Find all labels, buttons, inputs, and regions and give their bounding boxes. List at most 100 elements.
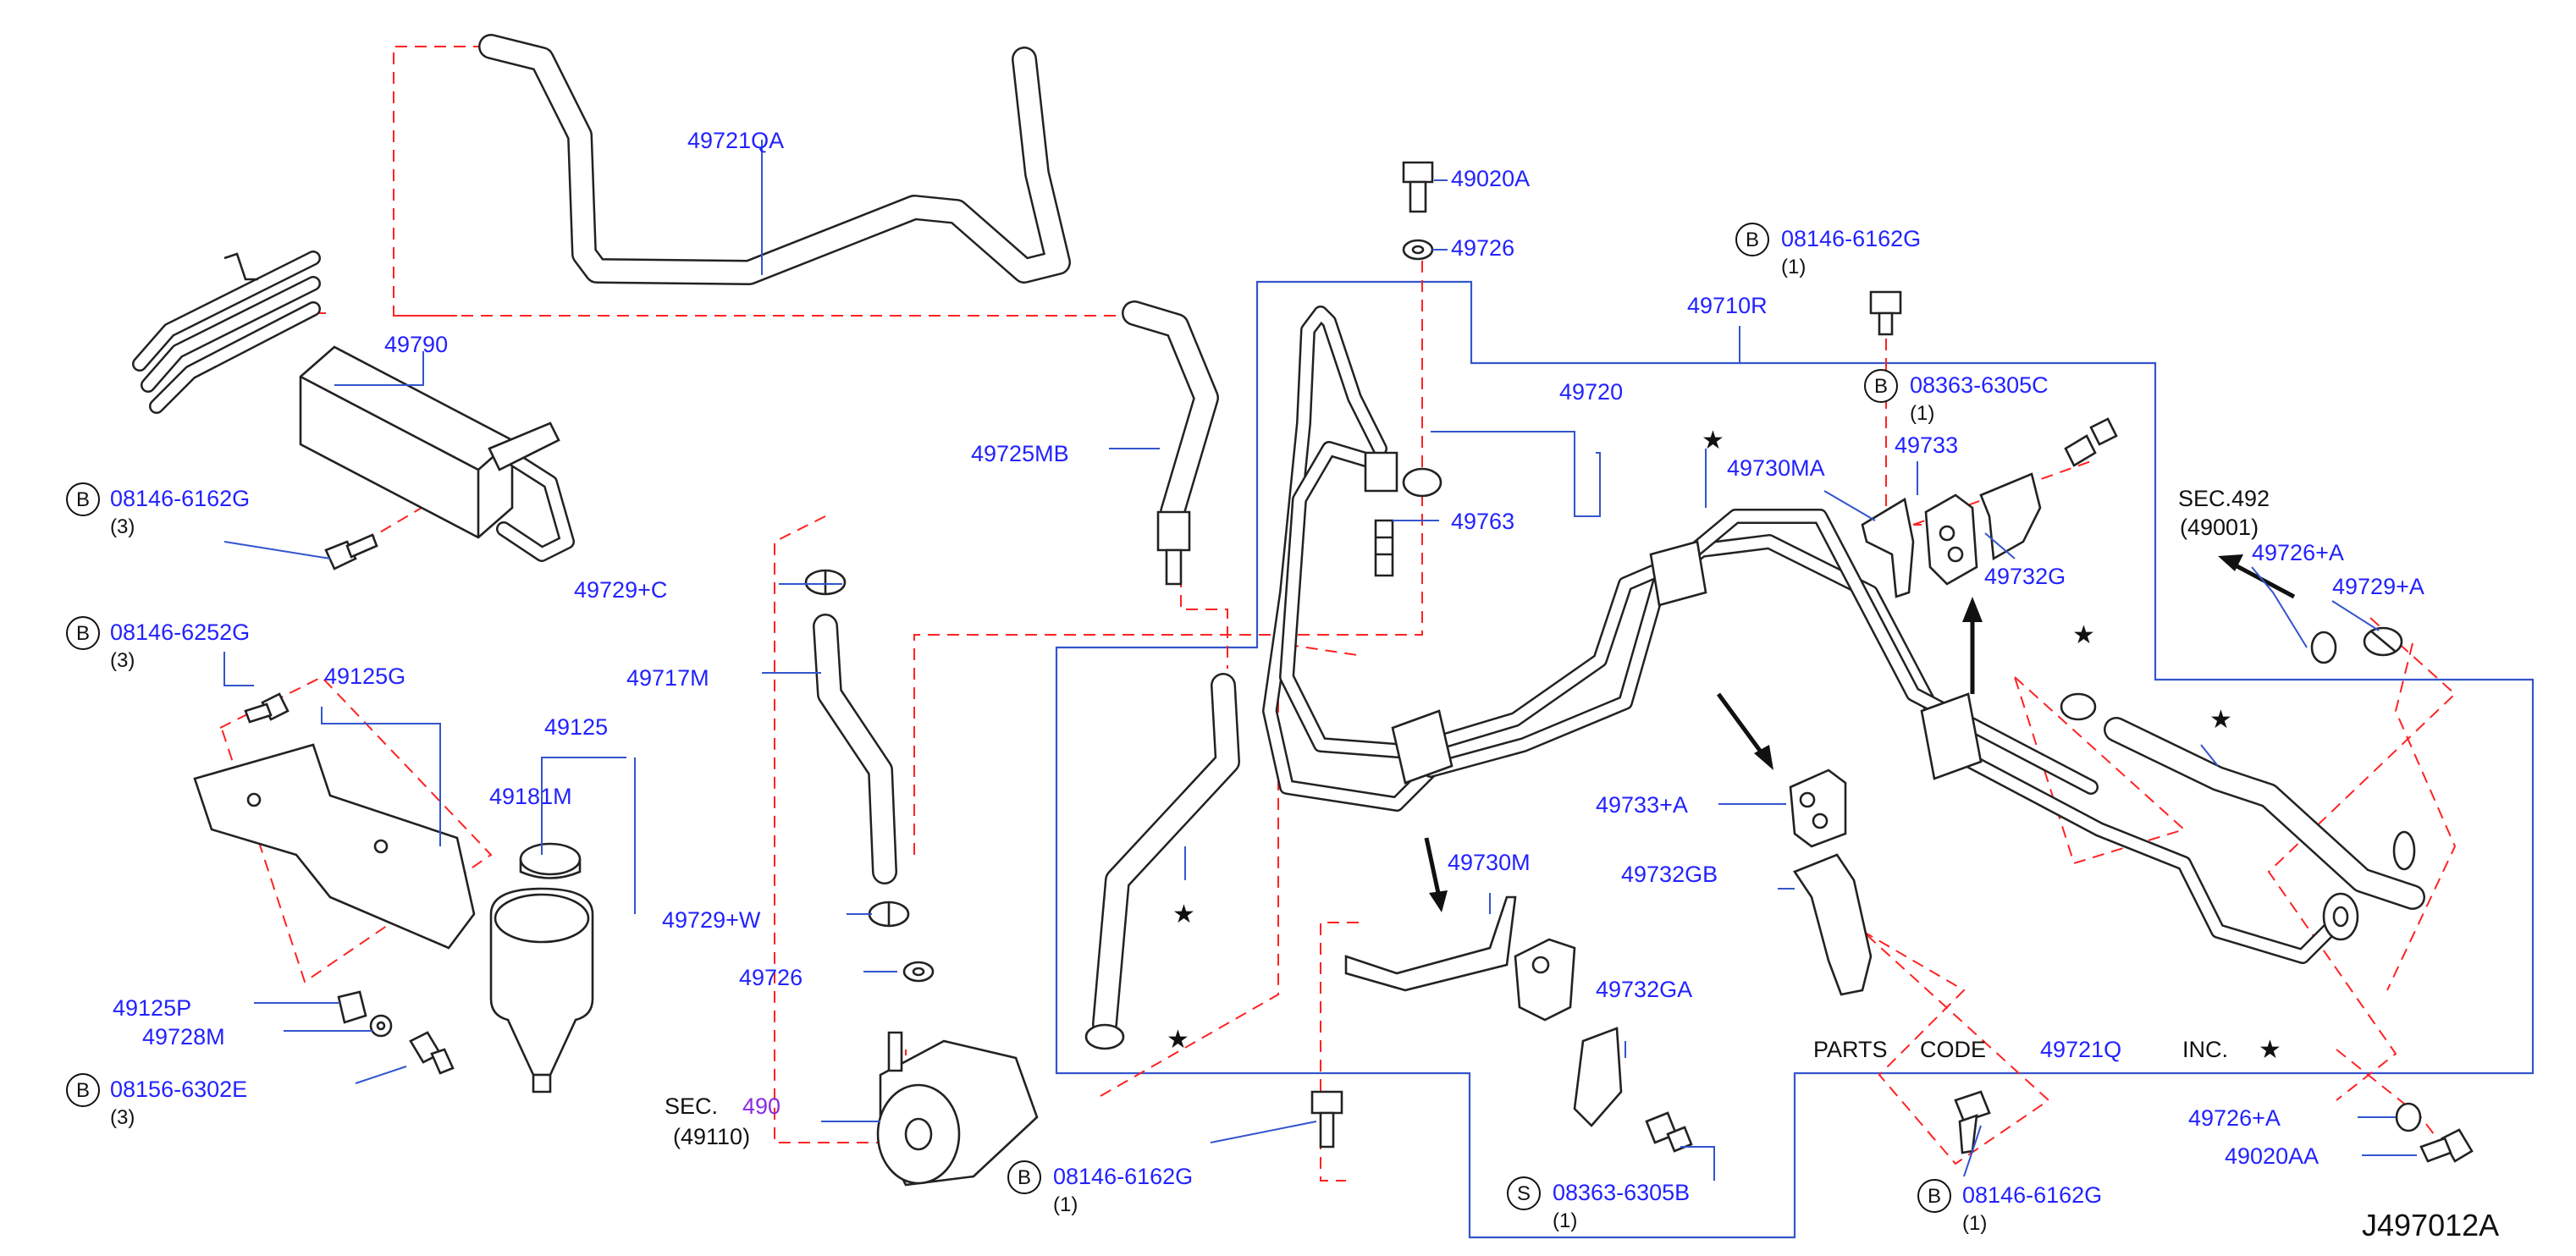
bolt-08363-6305C[interactable] bbox=[2064, 417, 2118, 467]
bolt-08146-6162G-a[interactable] bbox=[324, 533, 378, 570]
label-49730M[interactable]: 49730M bbox=[1448, 850, 1531, 875]
bolt-08156-6302E[interactable] bbox=[409, 1031, 455, 1075]
label-49730MA[interactable]: 49730MA bbox=[1727, 455, 1825, 481]
fastener-f3[interactable]: B 08156-6302E (3) bbox=[66, 1073, 247, 1129]
inc-star-markers: ★ ★ ★ ★ ★ ★ bbox=[1167, 426, 2281, 1065]
svg-text:★: ★ bbox=[2259, 1035, 2281, 1065]
washer-49726A-bottom[interactable] bbox=[2395, 1102, 2422, 1132]
collar-49728M[interactable] bbox=[369, 1014, 393, 1038]
sensor-49763[interactable] bbox=[1374, 519, 1394, 577]
label-49721QA[interactable]: 49721QA bbox=[687, 128, 784, 153]
label-49726A-top[interactable]: 49726+A bbox=[2252, 540, 2344, 565]
label-49728M[interactable]: 49728M bbox=[142, 1024, 225, 1049]
bolt-08146-6162G-bottom[interactable] bbox=[1310, 1090, 1343, 1149]
grommet-49125P[interactable] bbox=[337, 990, 367, 1024]
suction-hose-starred[interactable] bbox=[1084, 673, 1240, 1050]
oil-cooler-49790[interactable] bbox=[132, 251, 575, 562]
label-49733[interactable]: 49733 bbox=[1895, 432, 1958, 458]
bracket-49125G[interactable] bbox=[193, 743, 476, 950]
bracket-49732G[interactable] bbox=[1979, 472, 2042, 561]
svg-text:(3): (3) bbox=[110, 515, 135, 538]
label-49729A[interactable]: 49729+A bbox=[2332, 574, 2424, 599]
hose-49725MB[interactable] bbox=[1122, 300, 1219, 586]
fastener-f5[interactable]: B 08363-6305C (1) bbox=[1864, 369, 2049, 425]
pressure-tube-49720[interactable] bbox=[1262, 306, 1442, 812]
label-49181M[interactable]: 49181M bbox=[489, 784, 572, 809]
label-49020AA[interactable]: 49020AA bbox=[2225, 1143, 2319, 1169]
label-49729C[interactable]: 49729+C bbox=[574, 577, 667, 603]
bolt-08146-6162G-top[interactable] bbox=[1869, 290, 1902, 336]
svg-text:08363-6305C: 08363-6305C bbox=[1910, 372, 2049, 398]
bolt-08146-6252G[interactable] bbox=[244, 692, 290, 724]
label-49790[interactable]: 49790 bbox=[384, 332, 448, 357]
svg-text:08146-6162G: 08146-6162G bbox=[1781, 226, 1921, 251]
label-49710R[interactable]: 49710R bbox=[1687, 293, 1768, 318]
label-49125[interactable]: 49125 bbox=[544, 714, 608, 740]
hose-starred-right[interactable] bbox=[2104, 717, 2425, 910]
bolt-49020A[interactable] bbox=[1402, 161, 1434, 213]
label-49726A-bottom[interactable]: 49726+A bbox=[2188, 1105, 2281, 1131]
svg-text:08146-6162G: 08146-6162G bbox=[110, 486, 250, 511]
hose-49721QA[interactable] bbox=[478, 34, 1071, 285]
label-49732GA[interactable]: 49732GA bbox=[1596, 977, 1692, 1002]
part-labels: 49721QA 49790 49725MB 49020A 49726 49710… bbox=[113, 128, 2424, 1169]
cap-49181M[interactable] bbox=[519, 842, 582, 879]
svg-text:PARTS: PARTS bbox=[1813, 1037, 1888, 1062]
label-49125P[interactable]: 49125P bbox=[113, 995, 191, 1021]
svg-text:(49001): (49001) bbox=[2180, 515, 2259, 540]
label-49717M[interactable]: 49717M bbox=[626, 665, 709, 691]
svg-text:B: B bbox=[76, 488, 90, 511]
clamp-starred-right[interactable] bbox=[2060, 692, 2097, 721]
washer-49726-mid[interactable] bbox=[902, 961, 935, 983]
fastener-f7[interactable]: S 08363-6305B (1) bbox=[1507, 1176, 1690, 1232]
bolt-49020AA[interactable] bbox=[2419, 1128, 2474, 1163]
leader-lines bbox=[223, 140, 2417, 1181]
clamp-49729C[interactable] bbox=[804, 569, 847, 596]
label-49732GB[interactable]: 49732GB bbox=[1621, 862, 1718, 887]
fastener-f1[interactable]: B 08146-6162G (3) bbox=[66, 482, 250, 538]
label-49125G[interactable]: 49125G bbox=[324, 664, 405, 689]
label-49726-mid[interactable]: 49726 bbox=[739, 965, 803, 990]
label-49763[interactable]: 49763 bbox=[1451, 509, 1514, 534]
washer-49726-top[interactable] bbox=[1402, 239, 1434, 261]
clamp-49729A[interactable] bbox=[2363, 626, 2403, 657]
clamp-49733[interactable] bbox=[1924, 493, 1978, 586]
label-49020A[interactable]: 49020A bbox=[1451, 166, 1530, 191]
bolt-08146-6162G-right[interactable] bbox=[1954, 1090, 1991, 1154]
hose-49717M[interactable] bbox=[813, 614, 897, 884]
svg-text:SEC.492: SEC.492 bbox=[2178, 486, 2270, 511]
section-ref-492[interactable]: SEC.492 (49001) bbox=[2178, 486, 2270, 540]
bracket-49730MA[interactable] bbox=[1861, 497, 1915, 598]
label-49729W[interactable]: 49729+W bbox=[662, 907, 761, 933]
svg-text:(1): (1) bbox=[1053, 1193, 1078, 1216]
clamp-49729W[interactable] bbox=[868, 901, 910, 928]
washer-49726A-top[interactable] bbox=[2310, 631, 2337, 664]
fastener-f2[interactable]: B 08146-6252G (3) bbox=[66, 616, 250, 672]
bracket-49730M[interactable] bbox=[1344, 895, 1517, 992]
fastener-f8[interactable]: B 08146-6162G (1) bbox=[1917, 1179, 2102, 1235]
label-49725MB[interactable]: 49725MB bbox=[971, 441, 1069, 466]
svg-text:★: ★ bbox=[2072, 620, 2095, 650]
svg-text:08146-6252G: 08146-6252G bbox=[110, 620, 250, 645]
svg-text:★: ★ bbox=[2209, 705, 2232, 735]
svg-text:B: B bbox=[1018, 1166, 1031, 1189]
svg-text:(3): (3) bbox=[110, 1106, 135, 1129]
label-49733A[interactable]: 49733+A bbox=[1596, 792, 1688, 818]
fastener-f6[interactable]: B 08146-6162G (1) bbox=[1007, 1160, 1193, 1216]
pump-sec490[interactable] bbox=[876, 1031, 1039, 1187]
section-ref-490[interactable]: SEC. 490 (49110) bbox=[665, 1093, 781, 1149]
clamp-49733A[interactable] bbox=[1789, 768, 1847, 848]
assembly-outline-box bbox=[1055, 280, 2535, 1239]
fastener-f4[interactable]: B 08146-6162G (1) bbox=[1735, 223, 1921, 278]
reservoir-49125[interactable] bbox=[489, 887, 594, 1093]
bracket-49732GA[interactable] bbox=[1573, 1027, 1623, 1127]
return-tube-49721Q[interactable] bbox=[1391, 509, 2359, 964]
svg-text:(1): (1) bbox=[1910, 402, 1934, 425]
bolt-08363-6305B[interactable] bbox=[1645, 1111, 1693, 1153]
label-49732G[interactable]: 49732G bbox=[1984, 564, 2066, 589]
label-49720[interactable]: 49720 bbox=[1559, 379, 1623, 405]
bracket-49732GB[interactable] bbox=[1793, 853, 1873, 996]
clamp-49732GA-block[interactable] bbox=[1514, 938, 1576, 1022]
label-49726-top[interactable]: 49726 bbox=[1451, 235, 1514, 261]
